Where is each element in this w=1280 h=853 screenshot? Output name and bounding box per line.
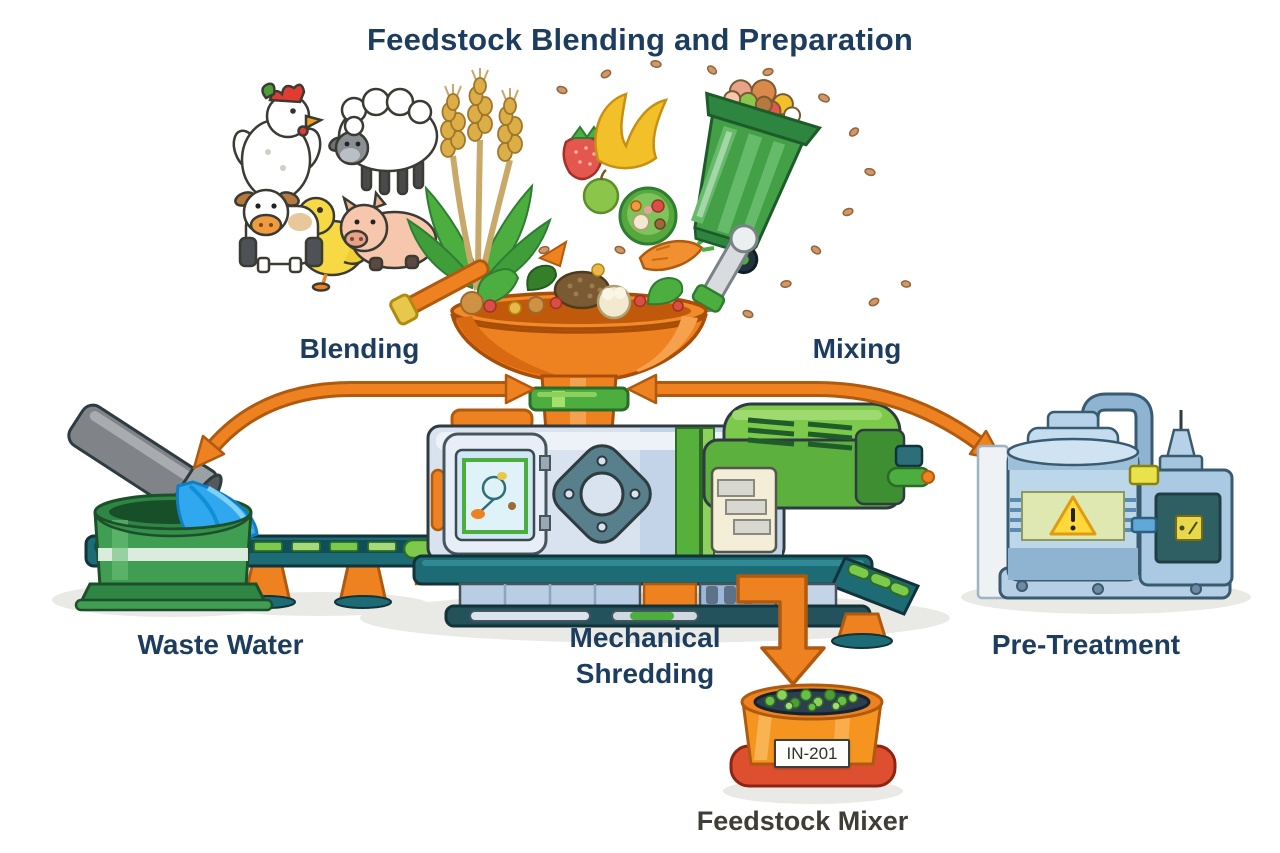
- feedstock-mixer-bucket-icon: [729, 683, 897, 788]
- page-title: Feedstock Blending and Preparation: [367, 22, 913, 57]
- label-mechanical-shredding: Mechanical Shredding: [569, 622, 721, 690]
- pestle-icon: [691, 224, 759, 313]
- food-heap: [460, 263, 684, 320]
- label-pre-treatment: Pre-Treatment: [991, 629, 1181, 660]
- label-blending: Blending: [299, 333, 420, 364]
- output-arrow-icon: [736, 574, 826, 686]
- food-scraps-plate-icon: [618, 186, 678, 246]
- label-feedstock-mixer: Feedstock Mixer: [696, 806, 909, 836]
- warning-triangle-icon: [1049, 495, 1097, 536]
- inspection-window-icon: [430, 432, 551, 556]
- label-mixing: Mixing: [812, 333, 902, 364]
- banana-peel-icon: [594, 92, 669, 170]
- pre-treatment-unit-icon: [976, 392, 1234, 600]
- blending-arrow-icon: [192, 373, 536, 470]
- shredder-machine-icon: [402, 402, 935, 649]
- label-waste-water: Waste Water: [137, 629, 304, 660]
- wheat-icon: [406, 68, 552, 291]
- carrot-chunk-icon: [537, 239, 568, 268]
- carrot-icon: [638, 234, 715, 272]
- cow-icon: [234, 188, 324, 274]
- funnel-icon: [450, 263, 708, 434]
- sheep-icon: [328, 87, 439, 196]
- waste-water-tank-icon: [74, 480, 274, 612]
- spoon-handle-icon: [389, 259, 490, 326]
- bucket-tag: IN-201: [774, 739, 850, 768]
- apple-icon: [582, 169, 620, 215]
